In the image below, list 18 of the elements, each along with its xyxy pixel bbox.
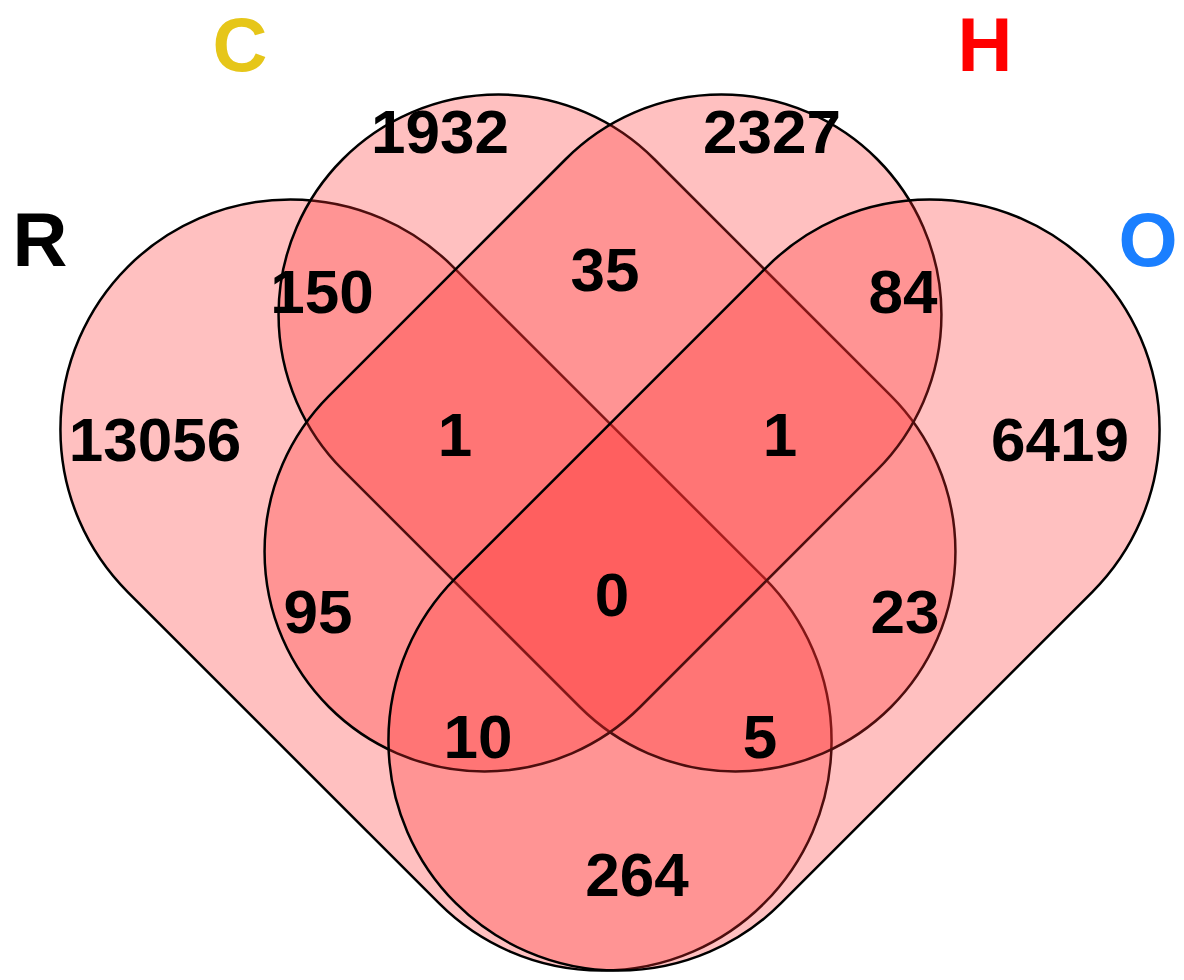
- region-count: 1: [762, 404, 798, 466]
- region-count: 6419: [991, 409, 1129, 471]
- region-count: 264: [585, 844, 689, 906]
- region-count: 23: [870, 581, 940, 643]
- set-label: H: [957, 7, 1013, 83]
- region-count: 1: [437, 404, 473, 466]
- region-count: 13056: [68, 409, 242, 471]
- region-count: 84: [868, 261, 938, 323]
- region-count: 1932: [371, 101, 509, 163]
- region-count: 0: [594, 564, 630, 626]
- set-label: C: [212, 7, 268, 83]
- set-label: R: [12, 202, 68, 278]
- region-count: 95: [283, 581, 353, 643]
- region-count: 2327: [703, 101, 841, 163]
- region-count: 10: [443, 706, 513, 768]
- region-count: 35: [570, 239, 640, 301]
- set-label: O: [1118, 202, 1178, 278]
- region-count: 5: [742, 706, 778, 768]
